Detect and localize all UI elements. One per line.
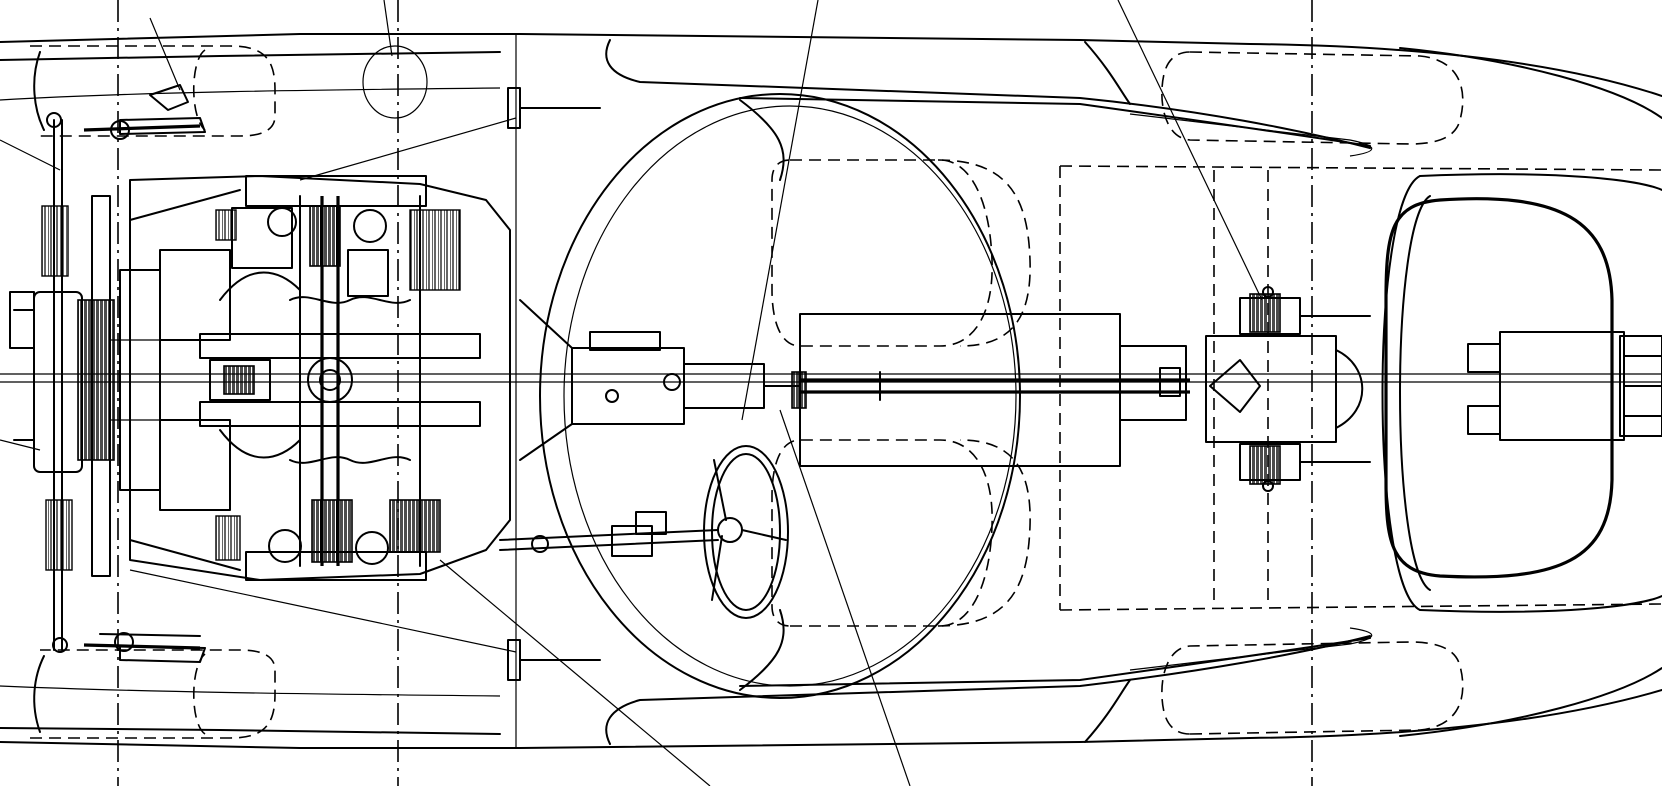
steering-wheel: [703, 445, 789, 619]
front-wheel-left: [30, 45, 428, 137]
steering-column: [499, 511, 719, 557]
rear-frame: [1059, 165, 1662, 611]
leader-lines: [0, 0, 1263, 786]
front-suspension: [41, 112, 201, 653]
rear-differential: [1205, 286, 1371, 492]
seat-left: [771, 159, 1031, 347]
gearbox: [519, 299, 801, 461]
seat-right: [771, 439, 1031, 627]
fuel-tank: [1381, 173, 1662, 613]
propeller-shaft: [791, 313, 1190, 467]
bulkhead: [507, 87, 601, 681]
engine: [110, 175, 511, 581]
radiator: [9, 195, 115, 577]
front-wheel-right: [30, 633, 276, 739]
car-body-outline: [0, 33, 1662, 749]
cockpit-outline: [539, 93, 1021, 699]
